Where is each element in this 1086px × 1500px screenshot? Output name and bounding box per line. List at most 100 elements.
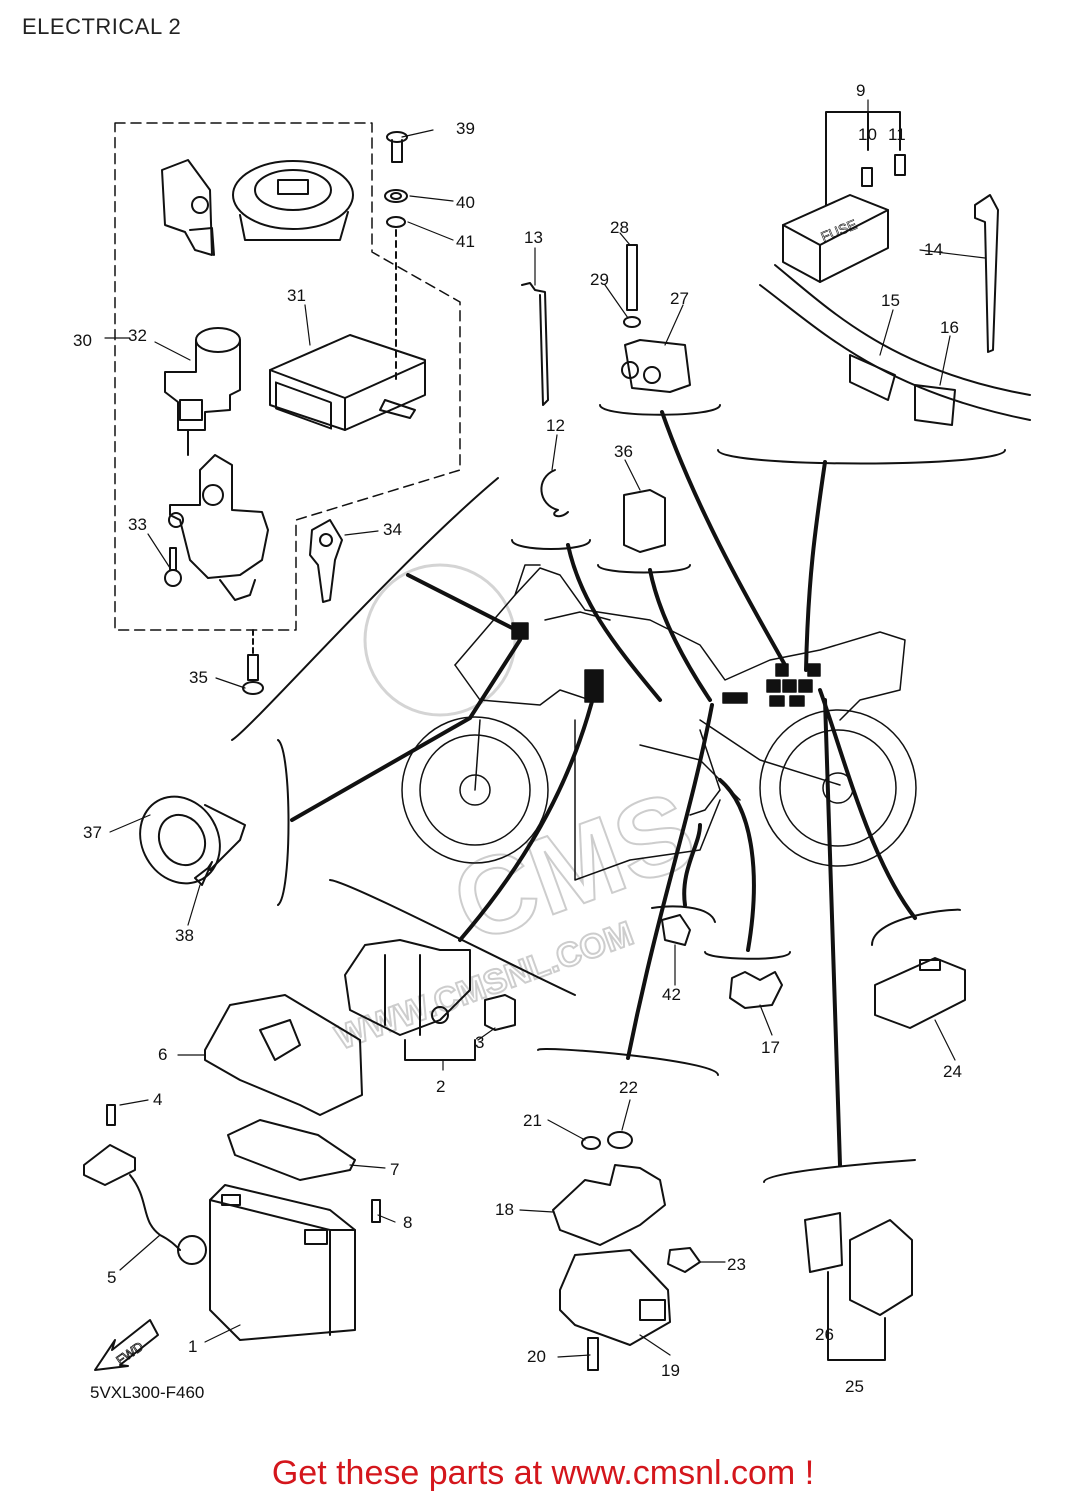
label-39: 39 — [456, 119, 475, 138]
label-21: 21 — [523, 1111, 542, 1130]
leader-37 — [290, 638, 522, 822]
label-24: 24 — [943, 1062, 962, 1081]
footer-link[interactable]: Get these parts at www.cmsnl.com ! — [271, 1454, 815, 1492]
clamp-17 — [729, 971, 783, 1009]
diagram-code: 5VXL300-F460 — [90, 1383, 204, 1402]
relay-25 — [804, 1212, 913, 1361]
seat-lock — [161, 159, 215, 256]
label-35: 35 — [189, 668, 208, 687]
label-1: 1 — [188, 1337, 197, 1356]
label-28: 28 — [610, 218, 629, 237]
label-27: 27 — [670, 289, 689, 308]
bracket-12 — [511, 539, 591, 550]
leader-2 — [458, 688, 597, 942]
cable-tie-14 — [974, 194, 999, 353]
bracket-6 — [204, 994, 363, 1116]
label-6: 6 — [158, 1045, 167, 1064]
horn-37 — [139, 795, 246, 886]
bolt-20 — [587, 1337, 599, 1371]
bracket-36 — [597, 564, 691, 574]
bracket-15-16 — [717, 449, 1006, 465]
cable-5 — [83, 1104, 207, 1265]
key-34 — [309, 519, 343, 603]
label-41: 41 — [456, 232, 475, 251]
battery-1 — [209, 1184, 381, 1341]
bracket-left — [231, 477, 499, 741]
label-14: 14 — [924, 240, 943, 259]
label-4: 4 — [153, 1090, 162, 1109]
label-42: 42 — [662, 985, 681, 1004]
label-25: 25 — [845, 1377, 864, 1396]
fuse-label: FUSE — [818, 216, 859, 245]
relay-36 — [623, 489, 666, 553]
bracket-24 — [871, 908, 961, 946]
label-19: 19 — [661, 1361, 680, 1380]
motorcycle-silhouette — [401, 564, 917, 881]
screw-33 — [164, 547, 182, 587]
label-2: 2 — [436, 1077, 445, 1096]
fwd-label: FWD — [113, 1339, 146, 1368]
fuel-cap — [232, 160, 354, 241]
relay-24 — [874, 957, 966, 1029]
label-38: 38 — [175, 926, 194, 945]
ecu-unit — [269, 334, 426, 431]
label-30: 30 — [73, 331, 92, 350]
label-32: 32 — [128, 326, 147, 345]
label-33: 33 — [128, 515, 147, 534]
bolt-39 — [384, 131, 408, 381]
seat-lock-assembly — [168, 454, 269, 601]
label-16: 16 — [940, 318, 959, 337]
label-23: 23 — [727, 1255, 746, 1274]
fwd-arrow: FWD — [94, 1319, 159, 1371]
bracket-2 — [329, 879, 576, 996]
label-37: 37 — [83, 823, 102, 842]
label-11: 11 — [888, 125, 906, 144]
harness-bundle — [759, 264, 1031, 426]
label-20: 20 — [527, 1347, 546, 1366]
leader-15 — [804, 460, 827, 672]
clip-42 — [661, 914, 691, 946]
bracket-27 — [599, 404, 721, 416]
bracket-17 — [704, 951, 791, 960]
label-26: 26 — [815, 1325, 834, 1344]
main-switch — [164, 327, 241, 456]
leader-25 — [823, 698, 842, 1167]
part-labels: 1 2 3 4 5 6 7 8 9 10 11 12 13 14 15 16 1… — [73, 81, 962, 1402]
label-31: 31 — [287, 286, 306, 305]
leader-36 — [648, 568, 712, 702]
label-5: 5 — [107, 1268, 116, 1287]
label-13: 13 — [524, 228, 543, 247]
relay-27 — [621, 244, 691, 393]
label-29: 29 — [590, 270, 609, 289]
label-36: 36 — [614, 442, 633, 461]
label-10: 10 — [858, 125, 877, 144]
label-3: 3 — [475, 1033, 484, 1052]
leader-24 — [818, 688, 917, 920]
leader-42 — [682, 823, 702, 907]
label-40: 40 — [456, 193, 475, 212]
diagram-title: ELECTRICAL 2 — [22, 14, 182, 39]
group-box-30 — [114, 122, 461, 631]
unit-19 — [559, 1249, 671, 1346]
label-12: 12 — [546, 416, 565, 435]
fuse-box: FUSE — [782, 111, 906, 283]
clip-12 — [540, 469, 569, 518]
bracket-18 — [552, 1131, 666, 1246]
leader-22 — [626, 703, 714, 1060]
label-34: 34 — [383, 520, 402, 539]
clip-23 — [667, 1247, 701, 1273]
label-18: 18 — [495, 1200, 514, 1219]
bracket-37 — [277, 739, 290, 906]
leader-12 — [566, 543, 662, 702]
label-17: 17 — [761, 1038, 780, 1057]
label-7: 7 — [390, 1160, 399, 1179]
leader-27 — [660, 410, 787, 667]
bolt-35 — [242, 629, 264, 695]
label-9: 9 — [856, 81, 865, 100]
bracket-42 — [651, 905, 716, 923]
cable-tie-13 — [521, 282, 549, 406]
label-22: 22 — [619, 1078, 638, 1097]
leader-17 — [718, 778, 756, 952]
label-15: 15 — [881, 291, 900, 310]
